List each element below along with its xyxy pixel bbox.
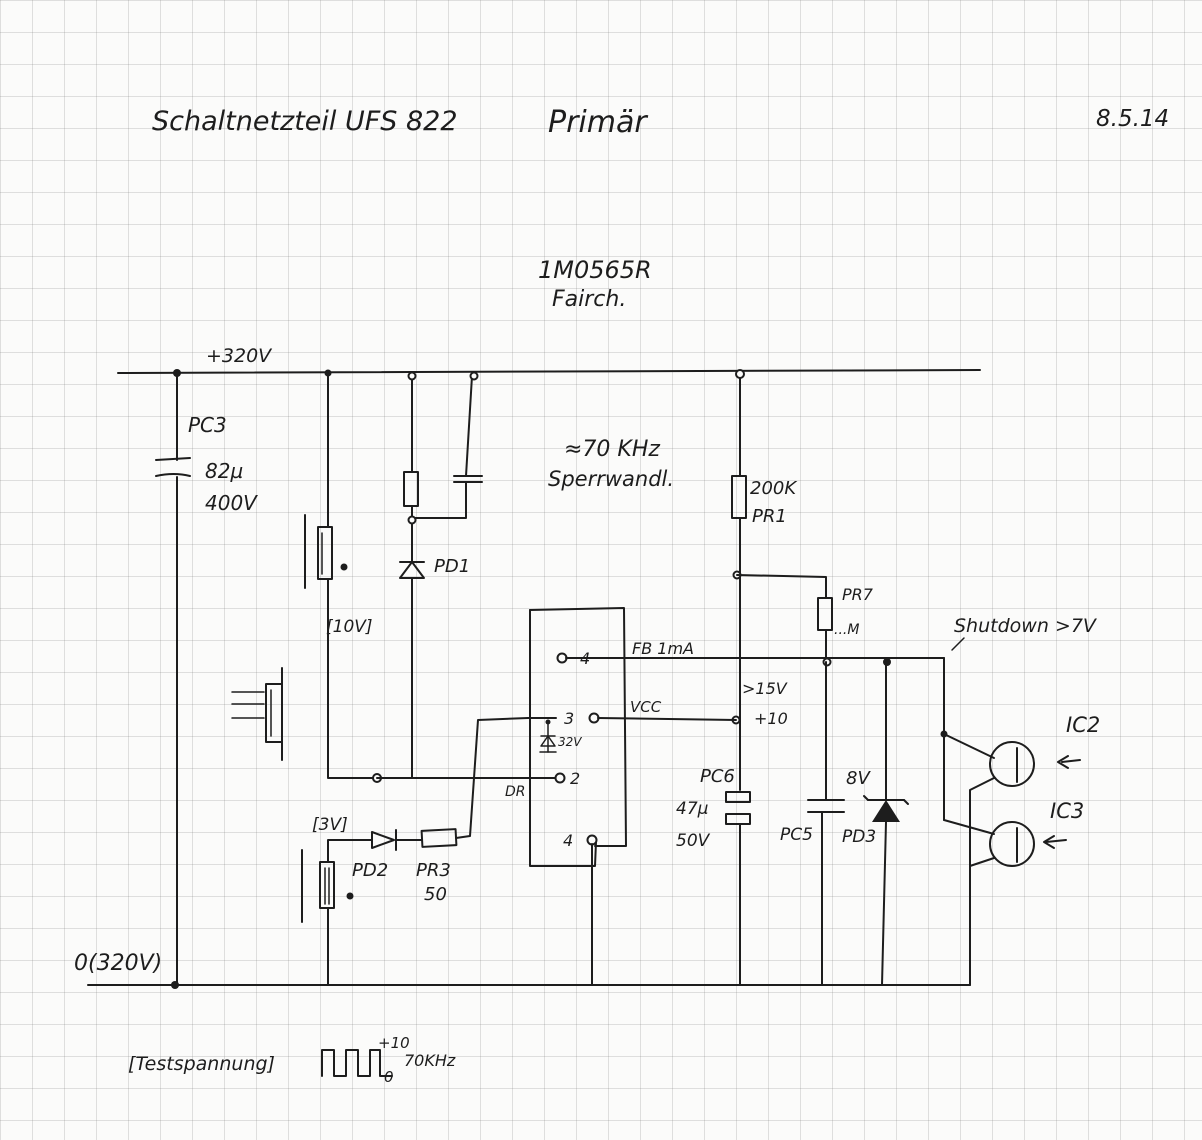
pc6-ref: PC6 (700, 766, 735, 787)
internal-zener-32v (539, 719, 557, 753)
shutdown-note: Shutdown >7V (954, 615, 1098, 637)
pd1-ref: PD1 (434, 556, 470, 577)
resistor-pr3 (420, 717, 557, 848)
optocoupler-ic2 (943, 733, 1081, 986)
frequency-note: ≈70 KHz (564, 437, 660, 462)
pd3-voltage: 8V (846, 768, 871, 789)
pc5-ref: PC5 (780, 825, 813, 845)
junction-dot (407, 515, 417, 525)
transformer-core (231, 667, 283, 761)
junction-dot (324, 369, 332, 377)
junction-dot (173, 369, 181, 377)
ic-manufacturer: Fairch. (552, 287, 626, 312)
supply-rail-320v (117, 369, 981, 374)
supply-rail-label: +320V (206, 345, 273, 367)
ic-pin-vcc-number: 3 (564, 709, 574, 728)
square-wave-icon (321, 1049, 393, 1077)
internal-zener-label: 32V (558, 735, 582, 749)
shutdown-line (943, 637, 965, 821)
pc6-value: 47µ (676, 799, 709, 819)
ic-part-number: 1M0565R (538, 256, 652, 284)
sheet-title: Schaltnetzteil UFS 822 (152, 106, 458, 137)
vcc-line (597, 717, 737, 721)
junction-dot (469, 371, 479, 381)
drain-label: DR (505, 784, 526, 800)
zener-diode-pd3 (863, 661, 909, 986)
pd2-ref: PD2 (352, 860, 388, 881)
junction-dot (883, 658, 891, 666)
fb-capacitor-pc5 (807, 661, 845, 986)
junction-dot (735, 369, 745, 379)
test-signal-frequency: 70KHz (404, 1051, 456, 1070)
pc3-ref: PC3 (188, 413, 227, 437)
junction-dot (407, 371, 417, 381)
junction-dot (171, 981, 179, 989)
optocoupler-ic3 (943, 819, 1067, 867)
sheet-date: 8.5.14 (1096, 106, 1169, 132)
pr3-value: 50 (424, 884, 447, 905)
ic-pin-drain (554, 772, 566, 784)
ic-1m0565r-body (529, 607, 627, 867)
ic3-ref: IC3 (1050, 799, 1084, 823)
test-signal-high: +10 (378, 1034, 410, 1052)
pr1-value: 200K (750, 478, 797, 499)
snubber-network-pd1 (399, 375, 483, 779)
pr7-value: ...M (834, 622, 859, 638)
test-signal-label: [Testspannung] (128, 1053, 275, 1075)
divider-resistor-pr7 (736, 574, 833, 663)
test-signal-low: 0 (384, 1068, 394, 1086)
ic-pin-gnd-number: 4 (563, 831, 573, 850)
vcc-typ-note: +10 (754, 709, 788, 728)
startup-resistor-pr1 (731, 373, 747, 791)
pd3-ref: PD3 (842, 827, 876, 847)
pc3-voltage: 400V (205, 491, 258, 515)
winding-label-3v: [3V] (312, 815, 348, 835)
pr1-ref: PR1 (752, 506, 787, 527)
vcc-label: VCC (630, 698, 662, 716)
pr3-ref: PR3 (416, 860, 451, 881)
topology-note: Sperrwandl. (548, 467, 674, 491)
auxiliary-winding (301, 839, 373, 986)
sheet-section: Primär (548, 105, 648, 140)
transformer-primary-winding (304, 372, 378, 779)
ic2-ref: IC2 (1066, 713, 1100, 737)
pr7-ref: PR7 (842, 585, 874, 604)
pc3-value: 82µ (205, 459, 243, 483)
ic-pin-drain-number: 2 (570, 769, 580, 788)
pc6-voltage: 50V (676, 831, 711, 851)
bulk-capacitor-pc3 (155, 372, 191, 986)
winding-label-10v: [10V] (326, 617, 373, 637)
diode-pd2 (371, 829, 423, 851)
fb-note: FB 1mA (632, 639, 694, 658)
ground-rail-label: 0(320V) (74, 951, 162, 976)
vcc-min-note: >15V (742, 679, 788, 698)
vcc-capacitor-pc6 (725, 791, 751, 986)
